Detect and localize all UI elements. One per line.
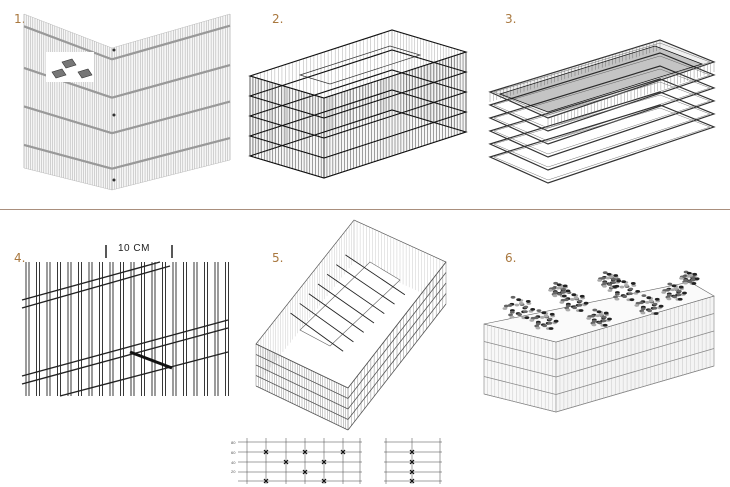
- chart-row-label: 20: [231, 469, 236, 474]
- panel-2-wire-box: [248, 29, 468, 179]
- panel-4-mesh-closeup: [21, 245, 229, 397]
- chart-row-label: 60: [231, 450, 236, 455]
- step-1-label: 1.: [14, 12, 26, 26]
- panel-3-stacked-frames: [488, 39, 716, 184]
- tie-placement-chart-right: [384, 438, 442, 484]
- dimension-label: 10 CM: [118, 243, 150, 254]
- step-5-label: 5.: [272, 251, 284, 265]
- step-2-label: 2.: [272, 12, 284, 26]
- section-divider: [0, 209, 730, 210]
- panel-6-planter: [483, 270, 715, 413]
- panel-1-corner-mesh: [23, 13, 231, 191]
- step-4-label: 4.: [14, 251, 26, 265]
- chart-row-label: 40: [231, 460, 236, 465]
- panel-5-box-cross-ties: [255, 219, 447, 431]
- chart-row-label: 80: [231, 440, 236, 445]
- step-6-label: 6.: [505, 251, 517, 265]
- step-3-label: 3.: [505, 12, 517, 26]
- tie-placement-chart-left: [238, 438, 362, 484]
